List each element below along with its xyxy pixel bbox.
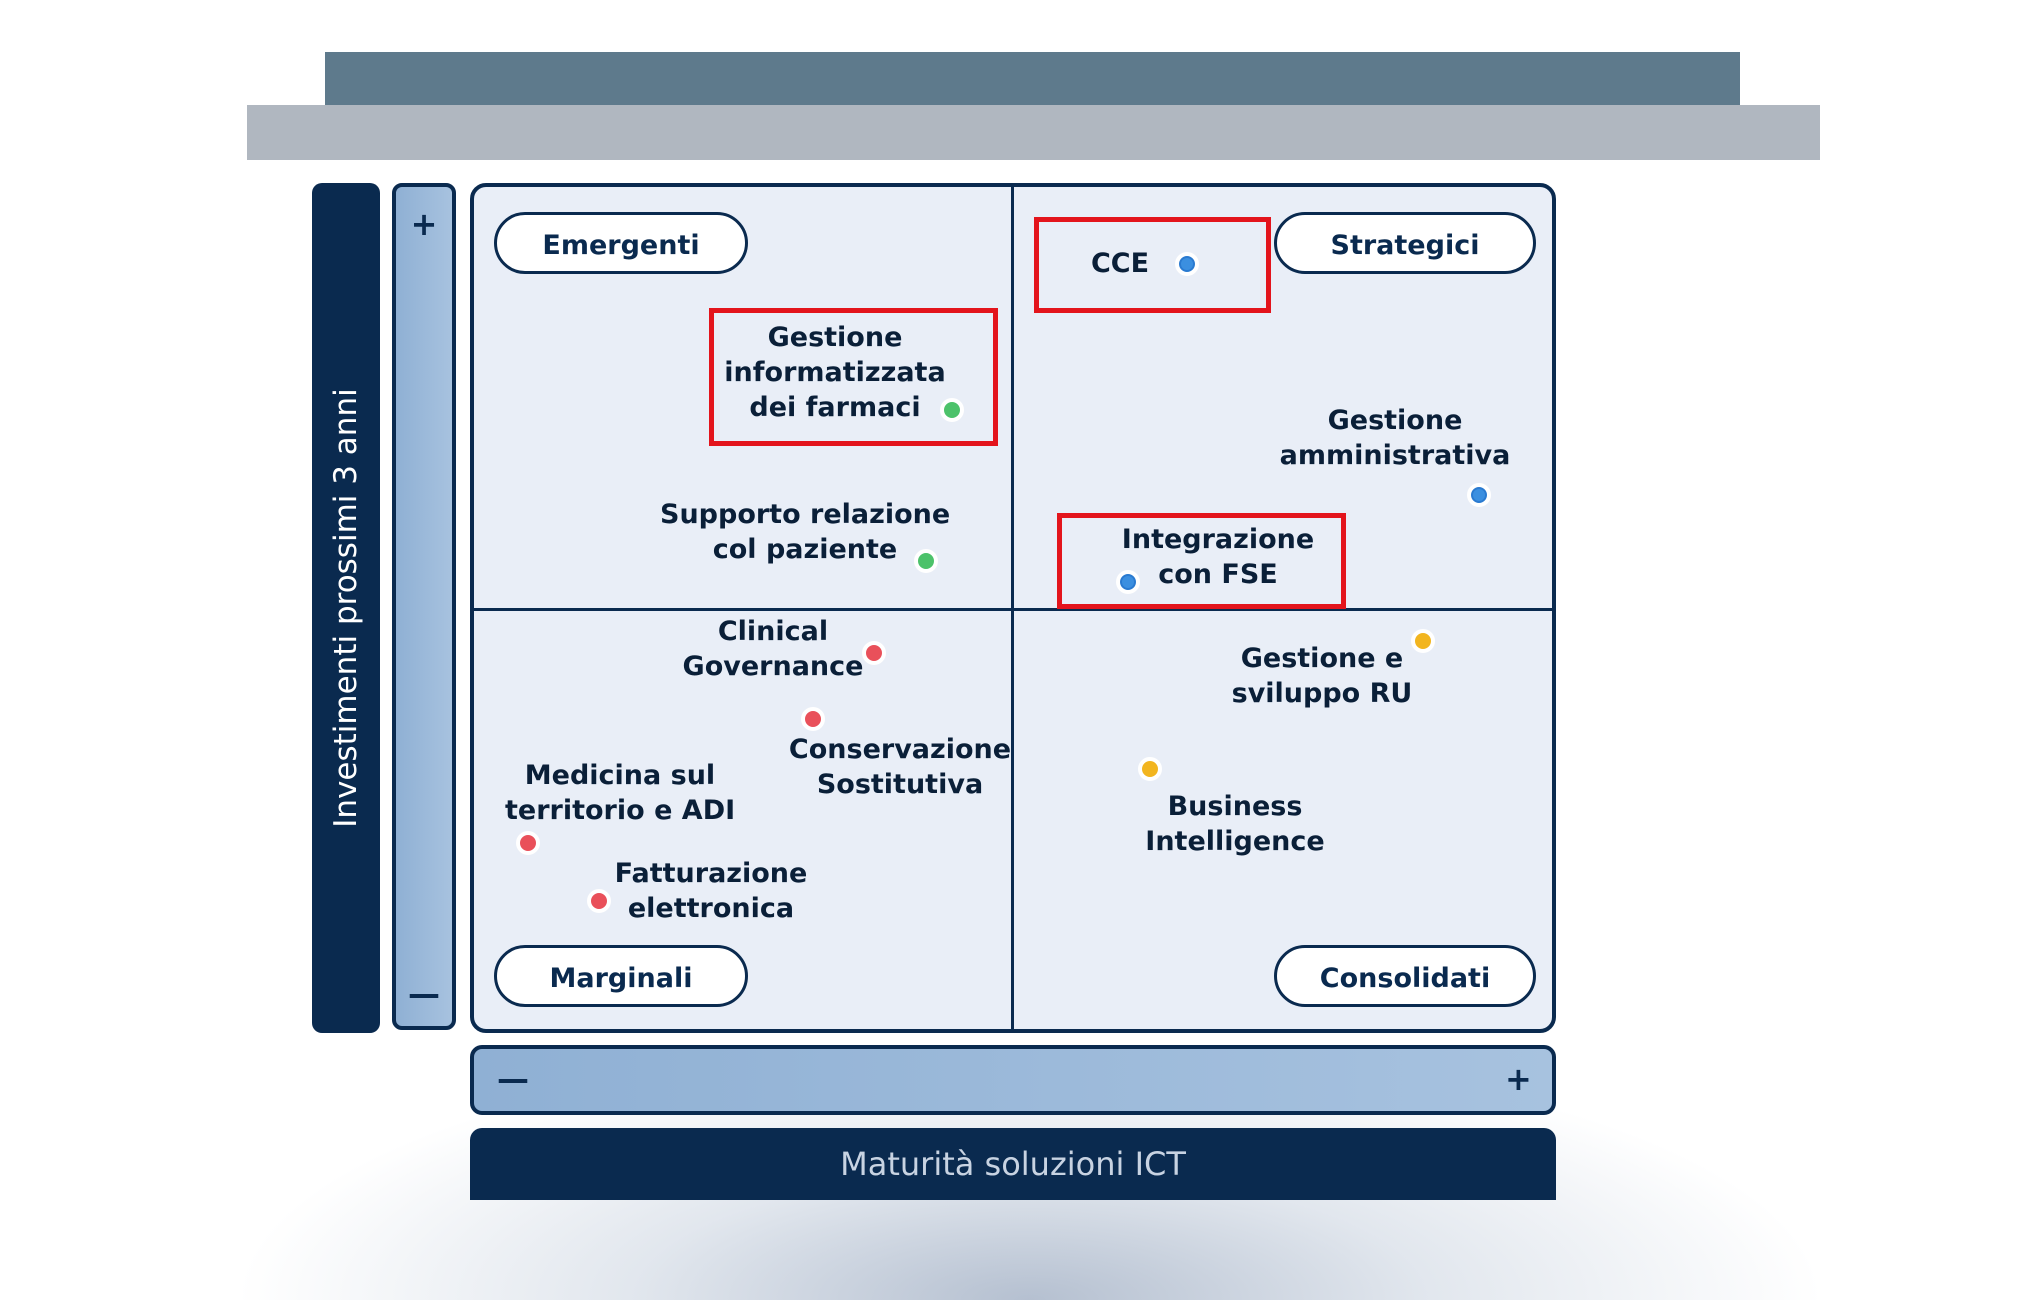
item-label-line: informatizzata bbox=[724, 357, 946, 388]
item-label-line: Conservazione bbox=[788, 734, 1012, 765]
item-label-line: Gestione bbox=[1327, 405, 1463, 436]
item-dot-supporto-paziente bbox=[914, 549, 938, 573]
item-dot-gestione-amministrativa bbox=[1467, 483, 1491, 507]
y-axis-low-label: — bbox=[408, 975, 440, 1013]
y-axis-scale bbox=[392, 183, 456, 1030]
y-axis-title: Investimenti prossimi 3 anni bbox=[328, 388, 364, 828]
item-dot-medicina-territorio bbox=[516, 831, 540, 855]
quadrant-label-emergenti: Emergenti bbox=[494, 212, 748, 274]
x-axis-scale bbox=[470, 1045, 1556, 1115]
item-label-fatturazione-elettronica: Fatturazione elettronica bbox=[601, 856, 821, 926]
item-dot-conservazione-sostitutiva bbox=[801, 707, 825, 731]
item-label-line: amministrativa bbox=[1279, 440, 1511, 471]
item-label-line: con FSE bbox=[1158, 559, 1278, 590]
quadrant-label-strategici: Strategici bbox=[1274, 212, 1536, 274]
matrix-horizontal-divider bbox=[472, 608, 1554, 611]
header-bar-bottom bbox=[247, 105, 1820, 160]
item-label-line: Sostitutiva bbox=[816, 769, 984, 800]
header-bar-top bbox=[325, 52, 1740, 106]
item-label-line: Gestione bbox=[767, 322, 903, 353]
x-axis-high-label: + bbox=[1505, 1060, 1532, 1098]
item-label-integrazione-fse: Integrazione con FSE bbox=[1098, 522, 1338, 592]
highlight-box-cce bbox=[1034, 217, 1271, 313]
item-label-gestione-sviluppo-ru: Gestione e sviluppo RU bbox=[1222, 641, 1422, 711]
item-label-cce: CCE bbox=[1080, 246, 1160, 281]
item-label-line: Governance bbox=[682, 651, 864, 682]
item-label-line: Medicina sul bbox=[524, 760, 716, 791]
item-label-line: Integrazione bbox=[1121, 524, 1315, 555]
y-axis-title-box bbox=[312, 183, 380, 1033]
item-label-line: sviluppo RU bbox=[1231, 678, 1413, 709]
item-label-supporto-paziente: Supporto relazione col paziente bbox=[660, 497, 950, 567]
item-dot-business-intelligence bbox=[1138, 757, 1162, 781]
item-label-gestione-farmaci: Gestione informatizzata dei farmaci bbox=[690, 320, 980, 425]
y-axis-high-label: + bbox=[410, 205, 438, 243]
item-label-medicina-territorio: Medicina sul territorio e ADI bbox=[505, 758, 735, 828]
item-label-line: elettronica bbox=[627, 893, 795, 924]
item-label-line: Clinical bbox=[717, 616, 829, 647]
item-dot-gestione-sviluppo-ru bbox=[1411, 629, 1435, 653]
item-label-line: col paziente bbox=[712, 534, 898, 565]
item-label-business-intelligence: Business Intelligence bbox=[1135, 789, 1335, 859]
item-dot-gestione-farmaci bbox=[940, 398, 964, 422]
highlight-box-integrazione-fse bbox=[1057, 513, 1346, 609]
highlight-box-gestione-farmaci bbox=[709, 308, 998, 446]
item-label-line: Fatturazione bbox=[614, 858, 808, 889]
item-label-line: Gestione e bbox=[1240, 643, 1404, 674]
item-label-gestione-amministrativa: Gestione amministrativa bbox=[1255, 403, 1535, 473]
quadrant-label-consolidati: Consolidati bbox=[1274, 945, 1536, 1007]
item-dot-cce bbox=[1175, 252, 1199, 276]
quadrant-label-marginali: Marginali bbox=[494, 945, 748, 1007]
item-label-line: territorio e ADI bbox=[505, 795, 736, 826]
item-label-line: Business bbox=[1167, 791, 1303, 822]
item-dot-clinical-governance bbox=[862, 641, 886, 665]
item-label-line: CCE bbox=[1090, 248, 1150, 279]
item-label-clinical-governance: Clinical Governance bbox=[663, 614, 883, 684]
item-dot-fatturazione-elettronica bbox=[587, 889, 611, 913]
item-label-conservazione-sostitutiva: Conservazione Sostitutiva bbox=[785, 732, 1015, 802]
x-axis-title: Maturità soluzioni ICT bbox=[840, 1145, 1186, 1183]
item-label-line: Intelligence bbox=[1145, 826, 1325, 857]
item-label-line: Supporto relazione bbox=[660, 499, 951, 530]
item-dot-integrazione-fse bbox=[1116, 570, 1140, 594]
item-label-line: dei farmaci bbox=[749, 392, 921, 423]
x-axis-title-box bbox=[470, 1128, 1556, 1200]
x-axis-low-label: — bbox=[497, 1060, 529, 1098]
